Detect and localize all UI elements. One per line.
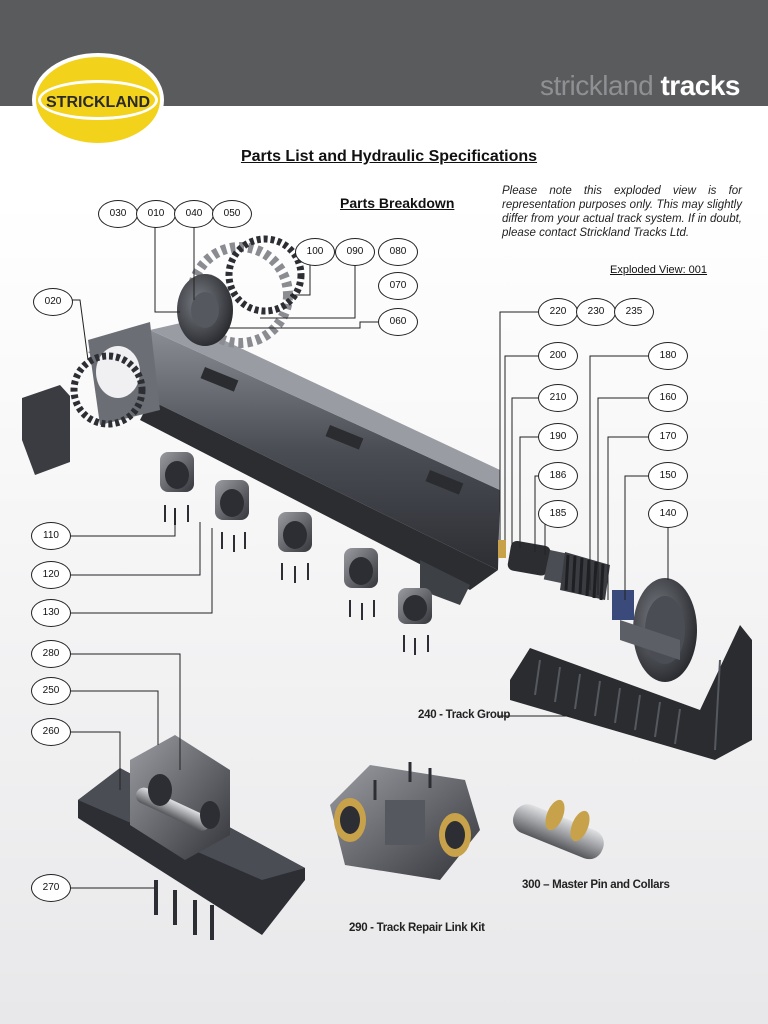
callout-186: 186 bbox=[538, 462, 578, 490]
callout-110: 110 bbox=[31, 522, 71, 550]
callout-080: 080 bbox=[378, 238, 418, 266]
callout-130: 130 bbox=[31, 599, 71, 627]
leader-lines bbox=[58, 226, 669, 889]
callout-120: 120 bbox=[31, 561, 71, 589]
track-group-belt bbox=[510, 625, 752, 760]
callout-020: 020 bbox=[33, 288, 73, 316]
bottom-rollers bbox=[160, 452, 432, 655]
strickland-logo: STRICKLAND bbox=[32, 53, 164, 147]
callout-050: 050 bbox=[212, 200, 252, 228]
brand-light-text: strickland bbox=[539, 70, 654, 101]
callout-060: 060 bbox=[378, 308, 418, 336]
callout-170: 170 bbox=[648, 423, 688, 451]
callout-200: 200 bbox=[538, 342, 578, 370]
callout-150: 150 bbox=[648, 462, 688, 490]
drive-motor-assembly bbox=[177, 235, 305, 348]
callout-220: 220 bbox=[538, 298, 578, 326]
caption-master-pin: 300 – Master Pin and Collars bbox=[522, 879, 670, 891]
callout-100: 100 bbox=[295, 238, 335, 266]
callout-140: 140 bbox=[648, 500, 688, 528]
callout-030: 030 bbox=[98, 200, 138, 228]
page-title: Parts List and Hydraulic Specifications bbox=[240, 148, 538, 165]
brand-wordmark: strickland tracks bbox=[539, 70, 741, 102]
callout-280: 280 bbox=[31, 640, 71, 668]
master-pin bbox=[512, 799, 604, 860]
sprocket-ring-left bbox=[70, 352, 146, 428]
callout-190: 190 bbox=[538, 423, 578, 451]
callout-180: 180 bbox=[648, 342, 688, 370]
callout-070: 070 bbox=[378, 272, 418, 300]
tensioner-assembly bbox=[498, 540, 697, 682]
callout-270: 270 bbox=[31, 874, 71, 902]
rubber-pad bbox=[22, 385, 70, 475]
brand-bold-text: tracks bbox=[660, 70, 740, 101]
callout-210: 210 bbox=[538, 384, 578, 412]
callout-040: 040 bbox=[174, 200, 214, 228]
section-subtitle: Parts Breakdown bbox=[340, 195, 455, 211]
caption-repair-kit: 290 - Track Repair Link Kit bbox=[349, 922, 485, 934]
callout-160: 160 bbox=[648, 384, 688, 412]
callout-250: 250 bbox=[31, 677, 71, 705]
callout-185: 185 bbox=[538, 500, 578, 528]
callout-235: 235 bbox=[614, 298, 654, 326]
disclaimer-note: Please note this exploded view is for re… bbox=[502, 185, 742, 239]
callout-230: 230 bbox=[576, 298, 616, 326]
logo-text: STRICKLAND bbox=[46, 94, 150, 111]
repair-link-kit bbox=[330, 762, 480, 880]
callout-260: 260 bbox=[31, 718, 71, 746]
callout-090: 090 bbox=[335, 238, 375, 266]
caption-track-group: 240 - Track Group bbox=[418, 709, 511, 721]
track-shoe-assembly bbox=[78, 735, 305, 940]
callout-010: 010 bbox=[136, 200, 176, 228]
exploded-view-label: Exploded View: 001 bbox=[610, 264, 708, 276]
